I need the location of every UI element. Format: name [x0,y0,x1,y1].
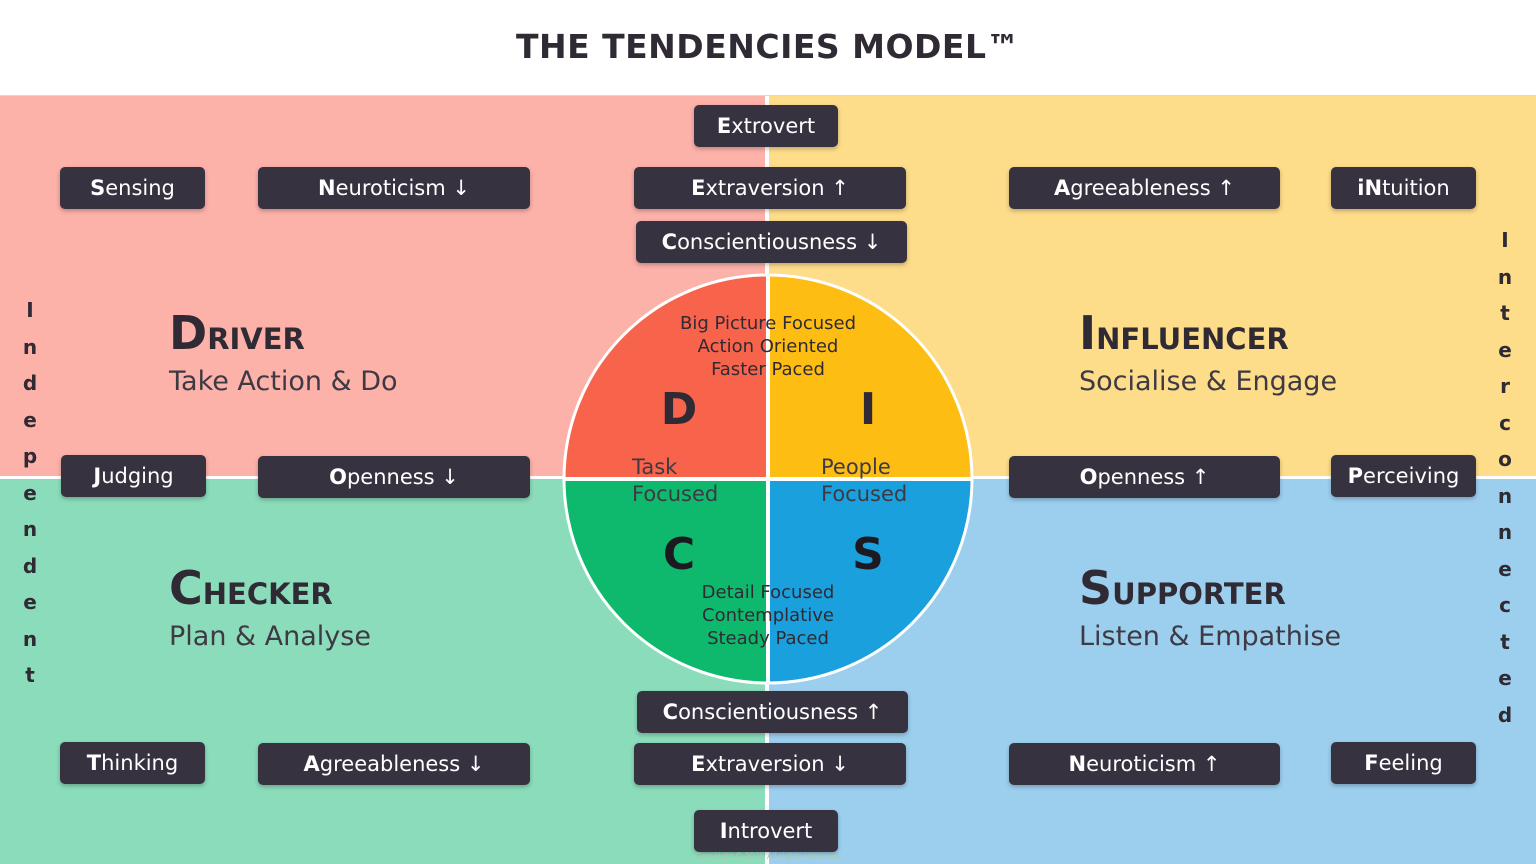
role-checker-name: CHECKER [169,561,333,615]
role-checker: CHECKER Plan & Analyse [169,565,371,652]
role-supporter: SUPPORTER Listen & Empathise [1079,565,1341,652]
side-label-letter: I [1501,228,1509,252]
side-label-letter: n [22,334,38,359]
role-driver: DRIVER Take Action & Do [169,310,398,397]
side-label-letter: e [1498,337,1512,362]
role-supporter-name: SUPPORTER [1079,561,1286,615]
circle-bottom-line-2: Contemplative [702,605,834,626]
disc-circle: Big Picture Focused Action Oriented Fast… [562,273,974,685]
s-slice [768,479,972,683]
side-label-letter: d [1497,702,1513,727]
side-label-letter: t [1500,301,1510,325]
task-line-1: Task [631,455,678,479]
side-label-letter: n [22,517,38,541]
letter-s: S [852,529,884,580]
i-slice [768,275,972,479]
circle-bottom-line-1: Detail Focused [702,582,835,603]
side-label-letter: n [1497,483,1513,508]
role-influencer: INFLUENCER Socialise & Engage [1079,310,1337,397]
page-title: THE TENDENCIES MODEL™ [515,27,1021,66]
people-line-1: People [821,455,891,479]
side-label-letter: d [22,553,38,578]
role-driver-subtitle: Take Action & Do [169,366,398,397]
side-label-letter: t [25,663,35,687]
side-label-letter: c [1499,593,1511,617]
side-label-letter: n [1497,520,1513,544]
side-label-letter: n [1497,264,1513,289]
circle-top-line-1: Big Picture Focused [680,313,856,334]
circle-bottom-line-3: Steady Paced [707,628,829,649]
side-label-letter: e [23,590,37,614]
side-label-letter: r [1500,374,1510,398]
role-influencer-subtitle: Socialise & Engage [1079,366,1338,397]
circle-top-line-2: Action Oriented [698,336,839,357]
letter-c: C [663,529,695,580]
task-line-2: Focused [632,482,718,506]
c-slice [564,479,768,683]
side-label-letter: n [22,626,38,651]
side-label-letter: c [1499,410,1511,435]
d-slice [564,275,768,479]
letter-d: D [661,384,698,435]
people-line-2: Focused [821,482,907,506]
circle-top-line-3: Faster Paced [711,359,825,380]
side-label-letter: I [26,298,34,322]
side-label-letter: e [23,480,37,505]
side-label-letter: p [22,444,38,468]
side-label-letter: e [1498,666,1512,690]
role-checker-subtitle: Plan & Analyse [169,621,371,652]
header: THE TENDENCIES MODEL™ [0,0,1536,96]
role-supporter-subtitle: Listen & Empathise [1079,621,1342,652]
side-label-letter: e [1498,556,1512,581]
side-label-letter: e [23,407,37,432]
role-driver-name: DRIVER [169,306,305,360]
side-label-letter: d [22,371,38,395]
side-label-letter: o [1498,447,1512,471]
role-influencer-name: INFLUENCER [1079,306,1289,360]
side-label-letter: t [1500,629,1510,654]
copyright-note: Copyright © 2025 All rights reserved. [694,851,842,861]
letter-i: I [860,384,876,435]
